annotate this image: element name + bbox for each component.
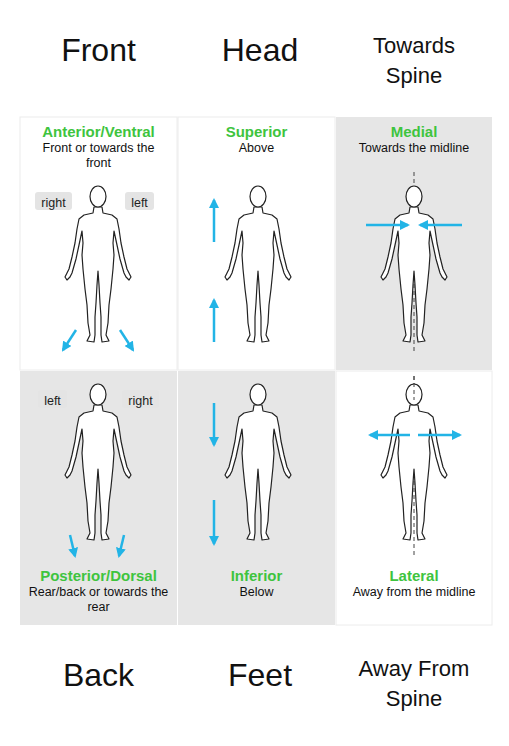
direction-caption: Feet — [178, 656, 342, 694]
term-description: Below — [187, 585, 327, 600]
panel-ground — [336, 371, 492, 625]
midline — [414, 376, 415, 400]
direction-arrow — [420, 224, 462, 227]
side-tag: left — [125, 192, 154, 210]
direction-caption: Towards Spine — [354, 31, 474, 91]
panel-text: SuperiorAbove — [178, 123, 335, 156]
panel-text: Posterior/DorsalRear/back or towards the… — [20, 567, 177, 615]
side-label: left — [131, 196, 148, 211]
side-tag: right — [35, 192, 72, 210]
direction-panel: MedialTowards the midline — [336, 117, 492, 370]
direction-panel: LateralAway from the midline — [336, 371, 492, 625]
side-label: right — [41, 196, 65, 211]
term-description: Away from the midline — [339, 585, 489, 600]
direction-arrow — [120, 330, 133, 350]
direction-arrow — [213, 500, 216, 544]
direction-arrow — [213, 403, 216, 445]
direction-caption: Back — [20, 656, 177, 694]
body-figure — [225, 186, 291, 342]
direction-caption: Front — [20, 31, 177, 69]
panel-ground — [20, 371, 177, 625]
term-description: Towards the midline — [339, 141, 489, 156]
term-heading: Medial — [336, 123, 492, 141]
panel-text: InferiorBelow — [178, 567, 335, 600]
direction-arrow — [119, 535, 124, 556]
direction-caption: Head — [178, 31, 342, 69]
panel-ground — [336, 117, 492, 370]
direction-panel: InferiorBelow — [178, 371, 335, 625]
direction-arrow — [70, 535, 75, 556]
side-tag: left — [38, 390, 67, 408]
direction-arrow — [63, 330, 76, 350]
direction-panel: Posterior/DorsalRear/back or towards the… — [20, 371, 177, 625]
body-figure — [65, 186, 131, 342]
body-figure — [225, 384, 291, 540]
direction-arrow — [213, 200, 216, 242]
side-label: left — [44, 394, 61, 409]
direction-arrow — [370, 434, 410, 437]
term-heading: Inferior — [178, 567, 335, 585]
panel-text: LateralAway from the midline — [336, 567, 492, 600]
term-heading: Superior — [178, 123, 335, 141]
term-heading: Lateral — [336, 567, 492, 585]
term-heading: Posterior/Dorsal — [20, 567, 177, 585]
body-figure — [65, 384, 131, 540]
direction-arrow — [213, 300, 216, 342]
direction-panel: SuperiorAbove — [178, 117, 335, 370]
direction-arrow — [366, 224, 408, 227]
term-heading: Anterior/Ventral — [20, 123, 177, 141]
direction-caption: Away From Spine — [344, 654, 484, 714]
side-label: right — [128, 394, 152, 409]
body-figure — [381, 384, 447, 540]
term-description: Above — [187, 141, 327, 156]
direction-panel: Anterior/VentralFront or towards the fro… — [20, 117, 177, 370]
panel-text: Anterior/VentralFront or towards the fro… — [20, 123, 177, 171]
direction-arrow — [418, 434, 460, 437]
term-description: Front or towards the front — [38, 141, 160, 171]
body-figure — [381, 186, 447, 342]
panel-ground — [178, 371, 335, 625]
panel-text: MedialTowards the midline — [336, 123, 492, 156]
direction-arrows — [63, 200, 462, 556]
panel-ground — [20, 117, 177, 370]
term-description: Rear/back or towards the rear — [26, 585, 171, 615]
panel-ground — [178, 117, 335, 370]
side-tag: right — [122, 390, 159, 408]
